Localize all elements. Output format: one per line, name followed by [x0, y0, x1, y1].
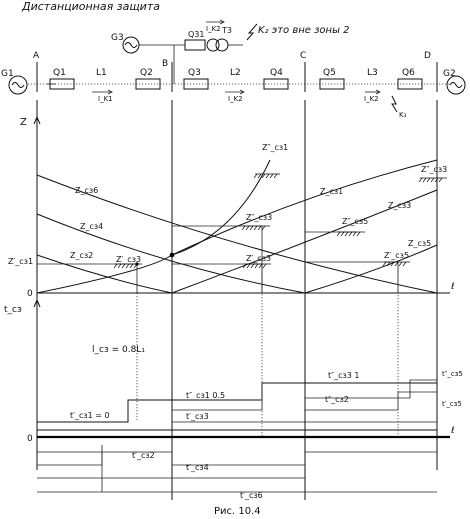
label-z2sz5: Z″_сз5: [342, 217, 368, 226]
generator-g2-label: G2: [443, 69, 456, 79]
bus-d-label: D: [424, 51, 431, 61]
label-z2sz3-right: Z″_сз3: [421, 165, 447, 174]
time-chart: t_сз 0 ℓ l_сз = 0.8L₁ t′_сз1 = 0 t″_сз1 …: [4, 262, 463, 500]
label-z2sz1: Z″_сз1: [262, 143, 288, 152]
label-t3-05: t″_сз1 0.5: [186, 391, 225, 400]
curve-zsz1-second: [171, 159, 271, 256]
breaker-q3-label: Q3: [188, 68, 201, 78]
bus-b-label: B: [162, 59, 168, 69]
label-zsz1: Z_сз1: [320, 187, 343, 196]
fault-k3-arrow: [391, 95, 398, 113]
generator-g1-label: G1: [1, 69, 14, 79]
zero-label-top: 0: [27, 289, 33, 299]
curve-zsz3: [171, 189, 438, 294]
label-t1-05: t′_сз3: [186, 412, 209, 421]
label-zsz3: Z_сз3: [388, 201, 411, 210]
curve-zsz2: [36, 254, 173, 294]
line-l2-label: L2: [230, 68, 241, 78]
line-l1-label: L1: [96, 68, 107, 78]
label-z1sz5: Z′_сз5: [384, 251, 409, 260]
breaker-q5-label: Q5: [323, 68, 336, 78]
l-axis-label-bottom: ℓ: [450, 426, 455, 436]
current-ik1-label: I_K1: [98, 95, 113, 103]
label-z1sz3-left: Z′_сз3: [116, 255, 141, 264]
one-line-schematic: G1 G2 Q1 Q2 Q3 Q4 Q5 Q6 L1 L2 L3 I_K1 I_…: [1, 19, 466, 119]
label-zsz2: Z_сз2: [70, 251, 93, 260]
breaker-q4-label: Q4: [270, 68, 283, 78]
label-z1sz1: Z′_сз1: [8, 257, 33, 266]
breaker-q31-label: Q31: [188, 30, 204, 39]
label-b2: t′_сз2: [132, 451, 155, 460]
breaker-q2-label: Q2: [140, 68, 153, 78]
figure-caption: Рис. 10.4: [214, 506, 261, 517]
breaker-q5: [319, 78, 345, 90]
fault-k3-label: K₃: [399, 111, 407, 119]
current-ik2-label: I_K2: [228, 95, 243, 103]
current-ik2-label-line3: I_K2: [364, 95, 379, 103]
breaker-q3: [183, 78, 209, 90]
generator-g1-symbol: [8, 75, 28, 95]
generator-g2-symbol: [446, 75, 466, 95]
breaker-q4: [263, 78, 289, 90]
label-z1sz3-mid: Z′_сз3: [246, 254, 271, 263]
label-zsz4: Z_сз4: [80, 222, 103, 231]
label-b4: t′_сз4: [186, 463, 209, 472]
breaker-q6: [397, 78, 423, 90]
label-b6: t′_сз6: [240, 491, 263, 500]
curve-zsz1: [36, 159, 438, 294]
curve-zsz4: [36, 213, 306, 294]
fault-k2-note: K₂ это вне зоны 2: [258, 25, 350, 36]
label-t6: t′_сз5: [442, 400, 462, 408]
breaker-q31: [184, 39, 206, 51]
current-ik2-branch-label: I_K2: [206, 25, 221, 33]
label-t1-1: t″_сз3 1: [328, 371, 360, 380]
label-t1-0: t′_сз1 = 0: [70, 411, 110, 420]
z-axis-label: Z: [20, 117, 27, 128]
fault-k2-arrow: [246, 23, 258, 41]
label-t5: t″_сз5: [442, 370, 463, 378]
bus-c-label: C: [300, 51, 306, 61]
label-t2: t″_сз2: [325, 395, 349, 404]
l-axis-label-top: ℓ: [450, 282, 455, 292]
breaker-q2: [135, 78, 161, 90]
setting-hatches: [113, 173, 447, 269]
breaker-q1-label: Q1: [53, 68, 66, 78]
curve-zsz5: [304, 244, 438, 294]
label-z2sz3-mid: Z″_сз3: [246, 213, 272, 222]
label-zsz5: Z_сз5: [408, 239, 431, 248]
t-axis-label: t_сз: [4, 305, 22, 315]
impedance-zone-chart: Z ℓ 0: [8, 100, 455, 500]
label-lcz: l_сз = 0.8L₁: [92, 345, 145, 355]
label-zsz6: Z_сз6: [75, 186, 98, 195]
breaker-q6-label: Q6: [402, 68, 415, 78]
bus-a-label: A: [33, 51, 40, 61]
line-l3-label: L3: [367, 68, 378, 78]
curve-zsz6: [36, 174, 438, 294]
generator-g3-label: G3: [111, 33, 124, 43]
diagram-title: Дистанционная защита: [21, 0, 160, 13]
zero-label-bottom: 0: [27, 434, 33, 444]
breaker-q1: [49, 78, 75, 90]
transformer-t3-label: T3: [221, 26, 232, 35]
